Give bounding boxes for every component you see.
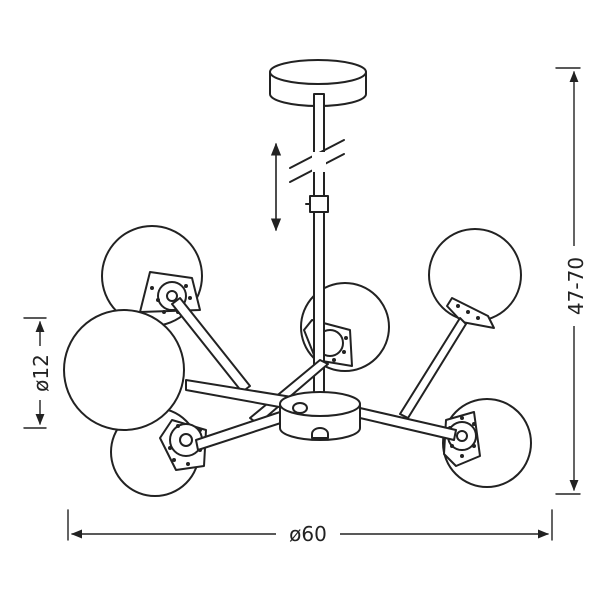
socket-front-bottom-left — [159, 419, 207, 471]
globe-front-left-large — [63, 309, 185, 431]
arm-front-bottom-left — [195, 409, 291, 451]
height-label: 47-70 — [564, 257, 588, 315]
height-dimension: 47-70 — [555, 67, 588, 495]
width-dimension: ø60 — [67, 509, 553, 548]
globe-diameter-dimension: ø12 — [23, 317, 54, 429]
ceiling-canopy — [269, 59, 367, 107]
central-hub — [279, 391, 361, 441]
globe-back-right — [428, 228, 522, 322]
arm-back-right — [399, 317, 467, 419]
arm-back-left — [171, 297, 251, 393]
globe-diameter-label: ø12 — [29, 354, 53, 392]
width-label: ø60 — [289, 522, 327, 546]
socket-back-left — [139, 271, 201, 314]
